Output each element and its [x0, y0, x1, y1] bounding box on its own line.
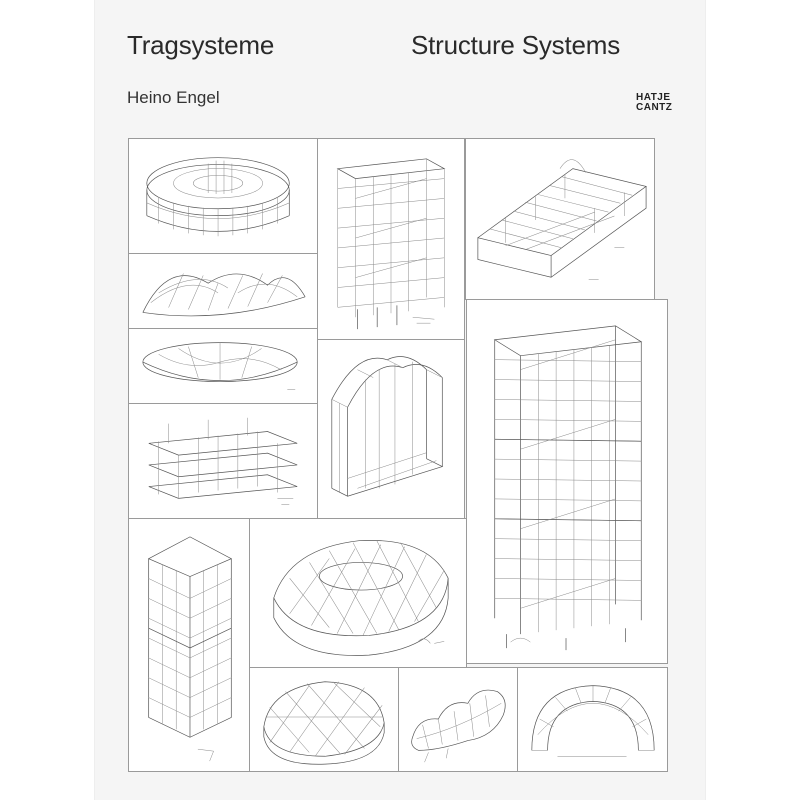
illustration-ring-structure — [128, 138, 318, 254]
author-name: Heino Engel — [127, 88, 220, 107]
illustration-geodesic-dome — [249, 667, 399, 772]
illustration-rectangular-hall-frame — [465, 138, 655, 300]
title-english: Structure Systems — [411, 30, 620, 60]
illustration-stepped-slab-frame — [128, 403, 318, 519]
illustration-arch-vault — [517, 667, 668, 772]
illustration-grid-shell-dome — [249, 518, 467, 668]
title-german: Tragsysteme — [127, 30, 275, 60]
illustration-frame-grid-tower — [317, 138, 465, 340]
illustration-lens-shell-roof — [128, 328, 318, 404]
illustration-wavy-shell — [398, 667, 518, 772]
illustration-tower-block — [128, 518, 250, 772]
book-cover: Tragsysteme Structure Systems Heino Enge… — [95, 0, 705, 800]
publisher-line-2: CANTZ — [636, 102, 673, 113]
illustration-arched-tunnel-frame — [317, 339, 465, 519]
publisher-line-1: HATJE — [636, 92, 671, 103]
publisher-logo: HATJE CANTZ — [636, 93, 672, 113]
illustration-double-dome-shell — [128, 253, 318, 329]
illustration-high-rise-frame-tower — [466, 299, 668, 664]
